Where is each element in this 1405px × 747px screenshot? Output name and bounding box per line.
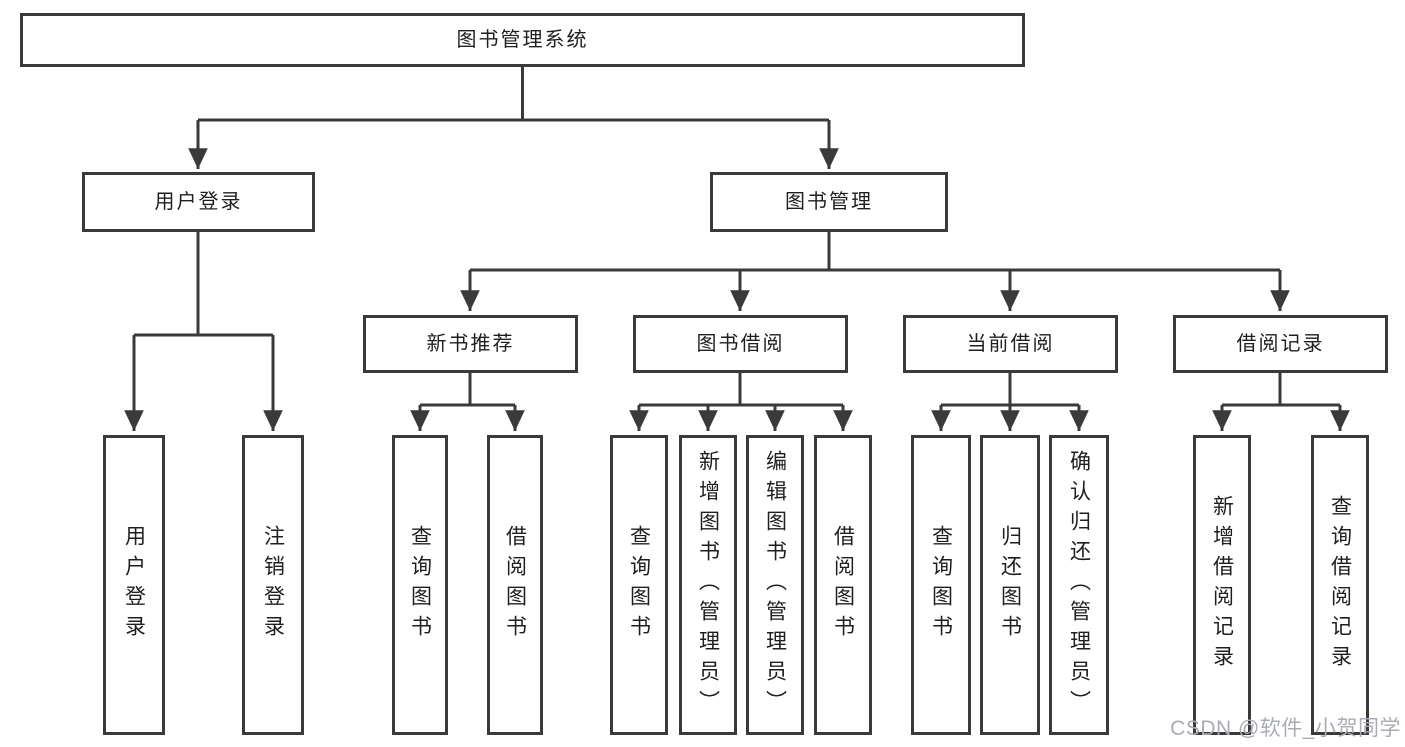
node-book-management: 图书管理 — [710, 172, 948, 232]
leaf-borrowing-add-admin: 新增图书（管理员） — [679, 435, 737, 735]
leaf-records-add: 新增借阅记录 — [1193, 435, 1251, 735]
node-user-login: 用户登录 — [82, 172, 315, 232]
connector-book-borrowing-trunk — [639, 373, 843, 407]
csdn-watermark: CSDN @软件_小贺同学 — [1170, 717, 1401, 740]
node-root: 图书管理系统 — [20, 13, 1025, 67]
node-current-borrowing: 当前借阅 — [903, 315, 1118, 373]
connector-borrowing-records-trunk — [1222, 373, 1340, 407]
node-borrowing-records: 借阅记录 — [1173, 315, 1388, 373]
leaf-borrowing-query: 查询图书 — [610, 435, 668, 735]
leaf-borrowing-edit-admin: 编辑图书（管理员） — [746, 435, 804, 735]
leaf-borrowing-borrow: 借阅图书 — [814, 435, 872, 735]
node-borrowing-records-label: 借阅记录 — [1236, 333, 1325, 355]
leaf-new-books-query: 查询图书 — [392, 435, 448, 735]
node-new-books: 新书推荐 — [363, 315, 578, 373]
connector-user-login-trunk — [134, 232, 273, 337]
node-user-login-label: 用户登录 — [154, 191, 243, 213]
node-book-borrowing: 图书借阅 — [633, 315, 848, 373]
connector-root-trunk — [198, 67, 829, 122]
leaf-current-confirm-return-admin: 确认归还（管理员） — [1049, 435, 1109, 735]
connector-new-books-trunk — [420, 373, 515, 407]
connector-book-management-trunk — [470, 232, 1280, 272]
node-current-borrowing-label: 当前借阅 — [966, 333, 1055, 355]
node-book-borrowing-label: 图书借阅 — [696, 333, 785, 355]
leaf-user-login: 用户登录 — [103, 435, 165, 735]
leaf-new-books-borrow: 借阅图书 — [487, 435, 543, 735]
connector-current-borrowing-trunk — [941, 373, 1079, 407]
node-root-label: 图书管理系统 — [456, 29, 589, 51]
leaf-current-return: 归还图书 — [980, 435, 1040, 735]
node-new-books-label: 新书推荐 — [426, 333, 515, 355]
leaf-records-query: 查询借阅记录 — [1311, 435, 1369, 735]
node-book-management-label: 图书管理 — [785, 191, 873, 213]
leaf-logout: 注销登录 — [242, 435, 304, 735]
leaf-current-query: 查询图书 — [911, 435, 971, 735]
